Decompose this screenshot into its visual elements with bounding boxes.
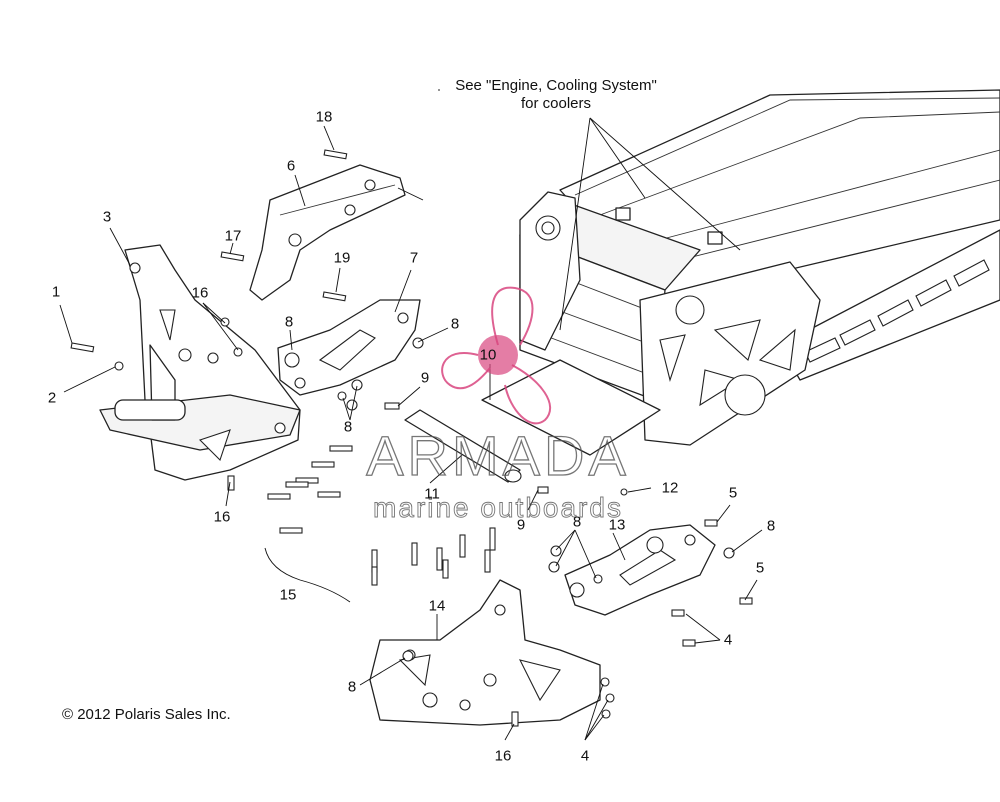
callout-10: 10	[479, 346, 497, 364]
part-13-bracket	[564, 524, 716, 616]
part-11-tube	[404, 409, 522, 483]
callout-2: 2	[47, 389, 57, 407]
callout-7: 7	[409, 249, 419, 267]
callout-9-b: 9	[516, 516, 526, 534]
callout-16-c: 16	[494, 747, 512, 765]
callout-15: 15	[279, 586, 297, 604]
callout-8-e: 8	[766, 517, 776, 535]
callout-8-d: 8	[572, 513, 582, 531]
callout-5-lower: 5	[755, 559, 765, 577]
callout-3: 3	[102, 208, 112, 226]
note-line-2: for coolers	[520, 95, 592, 112]
callout-16-b: 16	[213, 508, 231, 526]
callout-4-bottom: 4	[580, 747, 590, 765]
bolts	[70, 149, 753, 727]
callout-16-a: 16	[191, 284, 209, 302]
callout-19: 19	[333, 249, 351, 267]
callout-8-b: 8	[450, 315, 460, 333]
callout-14: 14	[428, 597, 446, 615]
chassis-tunnel	[481, 89, 1000, 456]
callout-8-f: 8	[347, 678, 357, 696]
callout-4-right: 4	[723, 631, 733, 649]
callout-8-c: 8	[343, 418, 353, 436]
part-3-bulkhead	[99, 244, 301, 481]
callout-11: 11	[424, 485, 440, 503]
callout-17: 17	[224, 227, 242, 245]
callout-6: 6	[286, 157, 296, 175]
part-7-bracket	[277, 299, 421, 396]
note-line-1: See "Engine, Cooling System"	[455, 77, 657, 94]
engine-cooling-note: See "Engine, Cooling System" for coolers	[455, 77, 657, 113]
callout-12: 12	[661, 479, 679, 497]
callout-8-a: 8	[284, 313, 294, 331]
part-14-bulkhead	[369, 579, 601, 726]
part-6-bracket	[249, 164, 424, 301]
callout-13: 13	[608, 516, 626, 534]
copyright-text: © 2012 Polaris Sales Inc.	[62, 706, 231, 723]
callout-5-top: 5	[728, 484, 738, 502]
callout-9-a: 9	[420, 369, 430, 387]
callout-1: 1	[51, 283, 61, 301]
callout-18: 18	[315, 108, 333, 126]
